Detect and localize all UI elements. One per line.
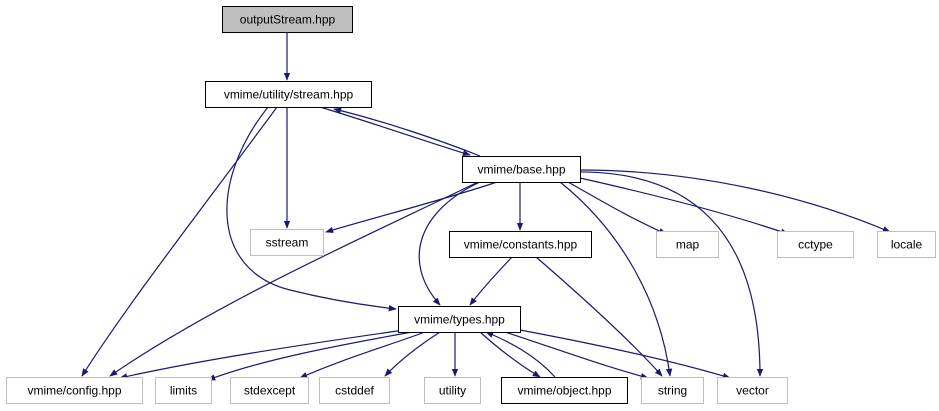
node-box	[656, 231, 719, 258]
node-vector: vector	[717, 377, 788, 404]
node-label: vector	[736, 384, 769, 398]
node-box	[155, 377, 212, 404]
edge-base-to-sstream	[325, 181, 498, 234]
node-label: outputStream.hpp	[240, 13, 336, 27]
node-box	[6, 377, 143, 404]
node-stream[interactable]: vmime/utility/stream.hpp	[205, 81, 372, 108]
edge-base-to-map	[567, 181, 667, 235]
edge-stream-to-types	[226, 106, 397, 312]
node-stdexcept: stdexcept	[230, 377, 309, 404]
node-locale: locale	[877, 231, 936, 258]
node-label: stdexcept	[244, 384, 296, 398]
node-object[interactable]: vmime/object.hpp	[501, 377, 628, 404]
node-string: string	[641, 377, 704, 404]
edge-base-to-string	[559, 181, 673, 377]
node-box	[777, 231, 854, 258]
node-label: vmime/types.hpp	[414, 313, 505, 327]
edges	[81, 32, 891, 381]
node-label: cstddef	[335, 384, 374, 398]
node-label: vmime/base.hpp	[477, 163, 565, 177]
node-label: sstream	[266, 236, 309, 250]
edge-base-to-locale	[579, 169, 891, 233]
node-label: map	[676, 238, 700, 252]
node-box	[205, 81, 372, 108]
node-label: vmime/utility/stream.hpp	[224, 88, 354, 102]
node-types[interactable]: vmime/types.hpp	[398, 306, 521, 333]
node-cstddef: cstddef	[319, 377, 390, 404]
node-box	[230, 377, 309, 404]
node-cctype: cctype	[777, 231, 854, 258]
node-label: vmime/constants.hpp	[464, 238, 578, 252]
edge-types-to-vector	[519, 329, 731, 379]
node-label: vmime/object.hpp	[517, 384, 611, 398]
node-config: vmime/config.hpp	[6, 377, 143, 404]
node-box	[319, 377, 390, 404]
edge-object-to-types	[485, 331, 556, 378]
node-label: vmime/config.hpp	[27, 384, 121, 398]
edge-constants-to-types	[469, 256, 513, 306]
node-box	[641, 377, 704, 404]
node-map: map	[656, 231, 719, 258]
edge-types-to-string	[504, 331, 649, 380]
node-box	[462, 156, 581, 183]
edge-types-to-limits	[207, 331, 413, 381]
edge-base-to-cctype	[579, 177, 789, 235]
edge-base-to-vector	[573, 171, 764, 377]
node-utility: utility	[424, 377, 481, 404]
node-label: utility	[439, 384, 466, 398]
node-box	[877, 231, 936, 258]
node-limits: limits	[155, 377, 212, 404]
node-label: locale	[891, 238, 923, 252]
edge-types-to-object	[479, 331, 541, 378]
edge-stream-to-config	[81, 106, 278, 377]
edge-base-to-stream	[333, 107, 481, 157]
node-sstream: sstream	[250, 229, 324, 256]
edge-stream-to-base	[319, 106, 471, 156]
node-box	[449, 231, 592, 258]
node-label: cctype	[798, 238, 833, 252]
edge-constants-to-string	[535, 256, 663, 377]
node-box	[424, 377, 481, 404]
node-label: limits	[170, 384, 197, 398]
nodes: outputStream.hpp vmime/utility/stream.hpp…	[6, 6, 936, 404]
edge-base-to-config	[109, 181, 479, 377]
node-box	[398, 306, 521, 333]
edge-types-to-stdexcept	[299, 331, 426, 379]
edge-types-to-config	[119, 329, 405, 380]
node-outputStream[interactable]: outputStream.hpp	[222, 6, 353, 33]
node-base[interactable]: vmime/base.hpp	[462, 156, 581, 183]
edge-types-to-cstddef	[384, 331, 441, 377]
node-box	[501, 377, 628, 404]
node-box	[222, 6, 353, 33]
edge-base-to-types	[418, 181, 481, 306]
node-box	[250, 229, 324, 256]
node-constants[interactable]: vmime/constants.hpp	[449, 231, 592, 258]
node-label: string	[658, 384, 687, 398]
node-box	[717, 377, 788, 404]
